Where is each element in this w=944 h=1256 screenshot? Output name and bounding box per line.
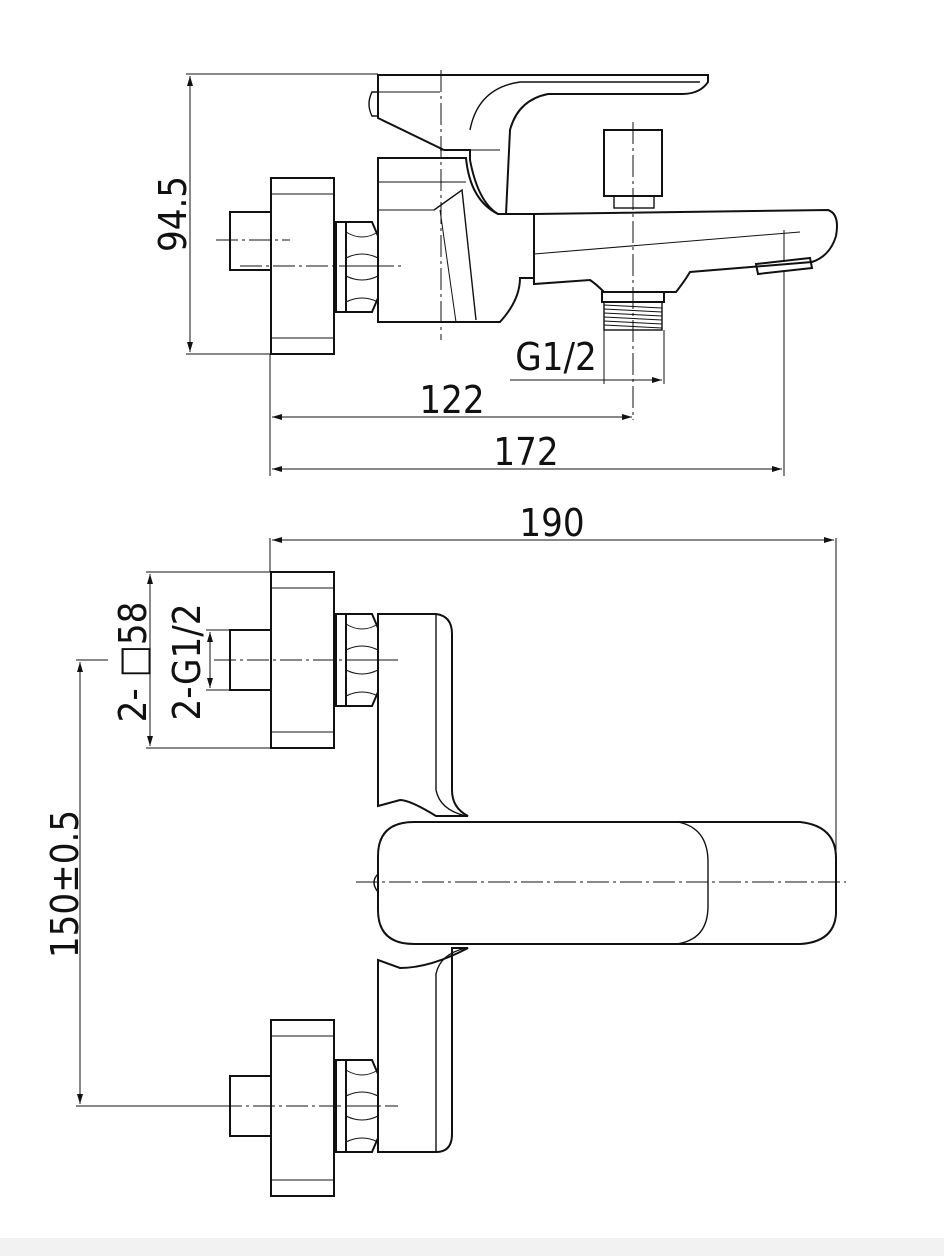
dim-total-width-label: 190 [519,501,584,545]
dim-inlet-thread: 2-G1/2 [165,604,230,721]
side-pipe-stub [229,211,271,271]
top-lever [373,821,837,945]
dim-inlet-square-label: 2- □58 [111,602,155,723]
dim-inlet-thread-label: 2-G1/2 [165,604,209,721]
dim-spout-distance-label: 122 [419,378,484,422]
dim-spout-distance: 122 [269,354,632,476]
dim-thread: G1/2 [510,330,665,384]
dim-center-distance-label: 150±0.5 [43,810,87,958]
bottom-strip [0,1238,944,1256]
side-view: 94.5 G1/2 122 172 [151,70,838,476]
side-spout [533,208,838,293]
dim-total-depth: 172 [272,272,785,476]
dim-thread-label: G1/2 [515,335,597,379]
dim-total-depth-label: 172 [493,430,558,474]
side-flange [270,177,335,355]
side-hex-nut [335,221,379,313]
top-body [377,613,469,1153]
dim-height-label: 94.5 [151,176,195,252]
dim-height: 94.5 [151,73,378,355]
side-lever [368,74,709,215]
dim-center-distance: 150±0.5 [43,659,230,1107]
dim-total-width: 190 [269,501,837,858]
top-flange-lower [229,1019,335,1197]
dim-inlet-square: 2- □58 [111,571,271,749]
top-view: 190 2- □58 2-G1/2 150±0.5 [43,501,846,1197]
side-body [377,157,535,323]
